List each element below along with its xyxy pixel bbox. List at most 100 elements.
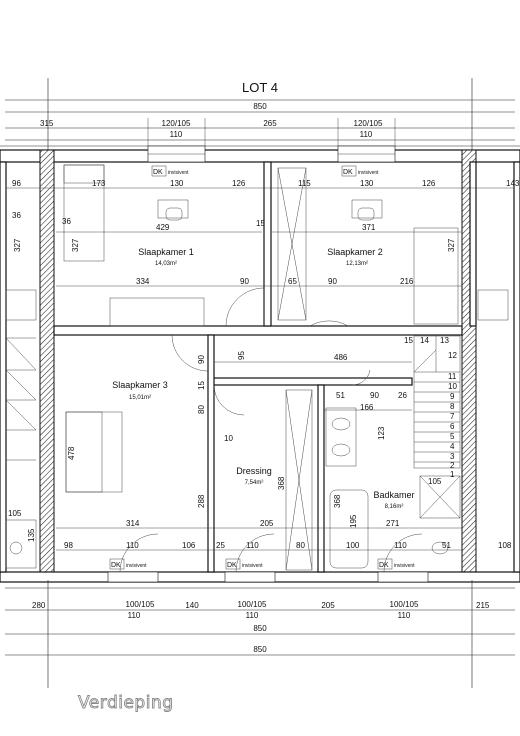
- dim-w1: 120/105: [162, 119, 191, 128]
- dim-bottom-w2b: 110: [246, 611, 259, 620]
- dim-14: 14: [420, 336, 429, 345]
- dim-bottom-w1: 100/105: [126, 600, 155, 609]
- room-badkamer-name: Badkamer: [373, 490, 414, 500]
- inner-dimensions: 96 173 130 126 115 130 126 143 36 36 327…: [6, 179, 520, 551]
- dim-130b: 130: [360, 179, 374, 188]
- double-sink: [325, 407, 357, 467]
- dim-265: 265: [263, 119, 277, 128]
- dim-368b: 368: [333, 494, 342, 508]
- dim-80b: 80: [296, 541, 305, 550]
- stair-step-1: 1: [450, 470, 455, 479]
- dim-25: 25: [216, 541, 225, 550]
- dim-w1b: 110: [170, 130, 183, 139]
- dim-bottom-w3b: 110: [398, 611, 411, 620]
- dim-288: 288: [197, 494, 206, 508]
- room-slaapkamer-1-name: Slaapkamer 1: [138, 247, 194, 257]
- dim-51b: 51: [442, 541, 451, 550]
- dim-371: 371: [362, 223, 376, 232]
- dim-486: 486: [334, 353, 348, 362]
- dim-327b: 327: [71, 238, 80, 252]
- bathtub: [329, 489, 369, 569]
- dim-105a: 105: [428, 477, 442, 486]
- dim-90c: 90: [197, 355, 206, 364]
- window-tag-dk-5: DK: [379, 562, 389, 569]
- window-tag-note-4: invisivent: [242, 563, 263, 569]
- room-dressing-name: Dressing: [236, 466, 272, 476]
- dim-143: 143: [506, 179, 520, 188]
- dim-total-bottom-1: 850: [253, 624, 267, 633]
- dim-429: 429: [156, 223, 170, 232]
- dim-166: 166: [360, 403, 374, 412]
- dim-327c: 327: [447, 238, 456, 252]
- window-tag-dk-3: DK: [111, 562, 121, 569]
- dim-w2b: 110: [360, 130, 373, 139]
- window-tag-dk-1: DK: [153, 169, 163, 176]
- dim-271: 271: [386, 519, 400, 528]
- stair-step-8: 8: [450, 402, 455, 411]
- dim-126b: 126: [422, 179, 436, 188]
- dim-123: 123: [377, 426, 386, 440]
- shower: [419, 475, 461, 519]
- stair-step-9: 9: [450, 392, 455, 401]
- dim-195: 195: [349, 514, 358, 528]
- dim-478: 478: [67, 446, 76, 460]
- dim-368a: 368: [277, 476, 286, 490]
- dim-135: 135: [27, 528, 36, 542]
- dim-10: 10: [224, 434, 233, 443]
- dim-130a: 130: [170, 179, 184, 188]
- dim-total-top: 850: [253, 102, 267, 111]
- window-tag-note-3: invisivent: [126, 563, 147, 569]
- bed-slaapkamer-1b: [109, 297, 205, 327]
- stair-step-10: 10: [448, 382, 457, 391]
- dim-bottom-w1b: 110: [128, 611, 141, 620]
- dim-314: 314: [126, 519, 140, 528]
- stair-step-5: 5: [450, 432, 455, 441]
- dim-90a: 90: [240, 277, 249, 286]
- stair-step-3: 3: [450, 452, 455, 461]
- dim-26: 26: [398, 391, 407, 400]
- room-slaapkamer-2-area: 12,13m²: [346, 261, 368, 267]
- walls: [0, 145, 520, 583]
- dim-bottom-w3: 100/105: [390, 600, 419, 609]
- dim-65: 65: [288, 277, 297, 286]
- room-slaapkamer-2-name: Slaapkamer 2: [327, 247, 383, 257]
- dim-280: 280: [32, 601, 46, 610]
- dim-36: 36: [62, 217, 71, 226]
- dim-bottom-205: 205: [321, 601, 335, 610]
- dim-315: 315: [40, 119, 54, 128]
- stair-step-4: 4: [450, 442, 455, 451]
- doors: [119, 287, 423, 573]
- dim-110a: 110: [126, 541, 139, 550]
- dim-96: 96: [12, 179, 21, 188]
- dim-105b: 105: [8, 509, 22, 518]
- dim-115: 115: [298, 179, 311, 188]
- dim-110c: 110: [394, 541, 407, 550]
- room-dressing-area: 7,54m²: [245, 480, 264, 486]
- room-labels: Slaapkamer 1 14,03m² Slaapkamer 2 12,13m…: [112, 247, 414, 510]
- window-tag-dk-4: DK: [227, 562, 237, 569]
- dim-80a: 80: [197, 405, 206, 414]
- window-tags: DK invisivent DK invisivent DK invisiven…: [109, 165, 415, 570]
- furniture: [63, 164, 461, 571]
- bed-slaapkamer-2: [413, 227, 459, 325]
- window-tag-note-1: invisivent: [168, 170, 189, 176]
- neighbour-units: [5, 289, 509, 569]
- dim-bottom-w2: 100/105: [238, 600, 267, 609]
- dim-106: 106: [182, 541, 196, 550]
- window-tag-note-2: invisivent: [358, 170, 379, 176]
- window-tag-note-5: invisivent: [394, 563, 415, 569]
- dim-90b: 90: [328, 277, 337, 286]
- dim-327a: 327: [13, 238, 22, 252]
- room-slaapkamer-3-area: 15,01m²: [129, 395, 151, 401]
- window-tag-dk-2: DK: [343, 169, 353, 176]
- toilet: [431, 541, 449, 555]
- room-slaapkamer-1-area: 14,03m²: [155, 261, 177, 267]
- stair-step-6: 6: [450, 422, 455, 431]
- stair-step-2: 2: [450, 461, 455, 470]
- bottom-dimensions: 280 100/105 110 140 100/105 110 205 100/…: [5, 580, 515, 688]
- dim-140: 140: [185, 601, 199, 610]
- dim-13: 13: [440, 336, 449, 345]
- room-slaapkamer-3-name: Slaapkamer 3: [112, 380, 168, 390]
- plan-title: LOT 4: [242, 80, 278, 95]
